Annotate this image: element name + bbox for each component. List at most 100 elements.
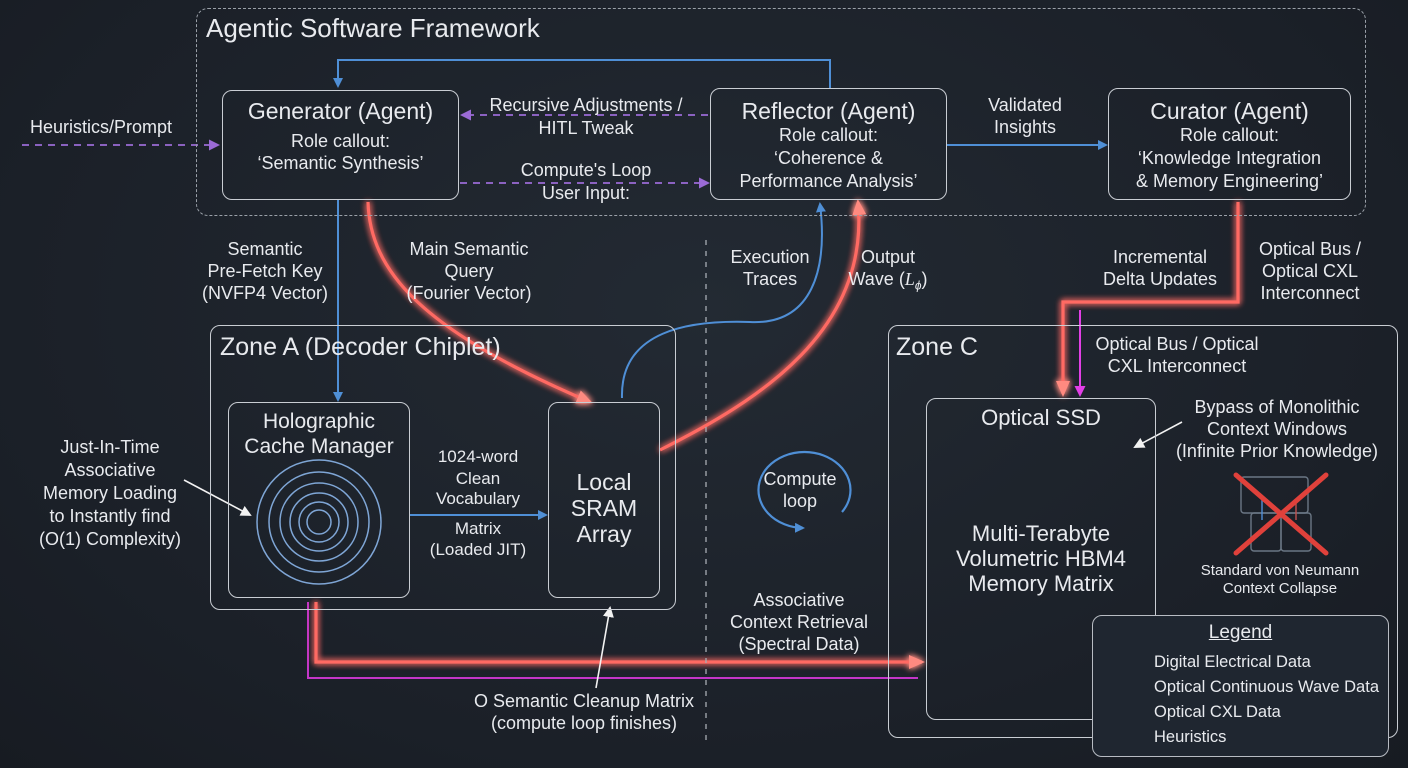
output-wave-arrow: [659, 199, 867, 452]
curator-role: Role callout:: [1179, 125, 1280, 145]
reflector-title: Reflector (Agent): [741, 98, 916, 124]
legend-item-digital: Digital Electrical Data: [1154, 653, 1311, 671]
legend-title: Legend: [1208, 622, 1273, 643]
cleanup-label-2: (compute loop finishes): [490, 713, 678, 733]
output-wave-label-2: Wave (Lϕ): [838, 269, 938, 293]
output-wave-prefix: Wave (: [848, 269, 905, 289]
vocab-label-1: 1024-word: [437, 447, 519, 466]
generator-title: Generator (Agent): [247, 98, 434, 124]
vocab-label-5: (Loaded JIT): [429, 540, 527, 559]
semantic-prefetch-label-1: Semantic: [227, 239, 303, 259]
reflector-callout-line1: ‘Coherence &: [773, 148, 884, 168]
compute-loop-label-2: loop: [782, 491, 818, 511]
generator-callout: ‘Semantic Synthesis’: [257, 153, 424, 173]
curator-title: Curator (Agent): [1150, 98, 1309, 124]
compute-loop-circle: [757, 450, 852, 533]
von-neumann-label-1: Standard von Neumann: [1200, 562, 1360, 579]
ssd-line-1: Multi-Terabyte: [971, 521, 1111, 546]
legend-panel: [1092, 615, 1389, 757]
recursive-adjustments-label: Recursive Adjustments /: [489, 95, 683, 115]
zone-a-title: Zone A (Decoder Chiplet): [220, 333, 501, 361]
vocab-label-2: Clean: [455, 469, 501, 488]
legend-item-optical-wave: Optical Continuous Wave Data: [1154, 678, 1379, 696]
incremental-delta-wave: [1056, 202, 1240, 397]
ssd-line-2: Volumetric HBM4: [956, 546, 1126, 571]
crossed-out-chip-icon: [1233, 472, 1329, 556]
reflector-role: Role callout:: [778, 125, 879, 145]
holographic-cache-box[interactable]: [228, 402, 410, 598]
von-neumann-label-2: Context Collapse: [1222, 580, 1338, 597]
bypass-label-3: (Infinite Prior Knowledge): [1175, 441, 1379, 461]
ssd-title: Optical SSD: [981, 405, 1101, 430]
main-query-label-1: Main Semantic: [409, 239, 529, 259]
sram-line-1: Local: [576, 469, 632, 495]
curator-agent-box[interactable]: [1108, 88, 1351, 200]
main-query-label-2: Query: [444, 261, 494, 281]
assoc-retrieval-label-1: Associative: [753, 590, 845, 610]
optical-ssd-box[interactable]: [926, 398, 1156, 720]
vocab-label-3: Vocabulary: [435, 489, 521, 508]
jit-label-5: (O(1) Complexity): [38, 529, 181, 549]
optical-bus-zone-c-label-2: CXL Interconnect: [1107, 356, 1247, 376]
ssd-line-3: Memory Matrix: [968, 571, 1114, 596]
reflector-callout-line2: Performance Analysis’: [739, 171, 918, 191]
bypass-label-2: Context Windows: [1206, 419, 1348, 439]
zone-c-title: Zone C: [896, 333, 978, 361]
output-wave-suffix: ): [921, 269, 928, 289]
legend-item-heuristics: Heuristics: [1154, 728, 1227, 746]
cleanup-label-1: O Semantic Cleanup Matrix: [473, 691, 695, 711]
zone-a-container: [210, 325, 676, 610]
framework-title: Agentic Software Framework: [206, 13, 540, 43]
holographic-title-1: Holographic: [262, 410, 376, 433]
incremental-label-1: Incremental: [1112, 247, 1208, 267]
execution-traces-arrow: [620, 202, 826, 399]
heuristics-prompt-label: Heuristics/Prompt: [30, 117, 173, 137]
output-wave-symbol: L: [904, 269, 915, 289]
hitl-tweak-label: HITL Tweak: [538, 118, 634, 138]
generator-agent-box[interactable]: [222, 90, 459, 200]
jit-label-2: Associative: [64, 460, 156, 480]
vocab-label-4: Matrix: [454, 519, 502, 538]
output-wave-subscript: ϕ: [914, 278, 922, 293]
compute-loop-label-line2: User Input:: [541, 183, 631, 203]
main-semantic-query-wave: [366, 201, 593, 404]
compute-loop-label-line1: Compute's Loop: [520, 160, 652, 180]
optical-cxl-bottom-line: [307, 602, 918, 679]
cleanup-pointer-arrow: [595, 606, 614, 689]
associative-retrieval-wave: [314, 602, 925, 669]
optical-bus-top-label-1: Optical Bus /: [1258, 239, 1362, 259]
agentic-framework-container: [196, 8, 1366, 216]
jit-label-3: Memory Loading: [42, 483, 178, 503]
validated-label-line2: Insights: [993, 117, 1057, 137]
sram-line-3: Array: [576, 521, 632, 547]
semantic-prefetch-label-3: (NVFP4 Vector): [201, 283, 329, 303]
optical-bus-top-label-3: Interconnect: [1260, 283, 1360, 303]
reflector-agent-box[interactable]: [710, 88, 947, 200]
output-wave-label-1: Output: [860, 247, 916, 267]
curator-callout-line1: ‘Knowledge Integration: [1137, 148, 1322, 168]
jit-label-1: Just-In-Time: [60, 437, 160, 457]
bypass-pointer-arrow: [1133, 421, 1183, 448]
optical-bus-zone-c-label-1: Optical Bus / Optical: [1095, 334, 1259, 354]
concentric-rings-icon: [256, 459, 382, 585]
compute-loop-label-1: Compute: [763, 469, 837, 489]
holographic-title-2: Cache Manager: [244, 435, 394, 458]
assoc-retrieval-label-3: (Spectral Data): [738, 634, 860, 654]
jit-label-4: to Instantly find: [49, 506, 171, 526]
main-query-label-3: (Fourier Vector): [406, 283, 532, 303]
jit-pointer-arrow: [183, 479, 252, 516]
assoc-retrieval-label-2: Context Retrieval: [729, 612, 869, 632]
execution-traces-label-1: Execution: [730, 247, 810, 267]
execution-traces-label-2: Traces: [742, 269, 798, 289]
curator-callout-line2: & Memory Engineering’: [1135, 171, 1324, 191]
optical-bus-top-label-2: Optical CXL: [1261, 261, 1359, 281]
sram-line-2: SRAM: [570, 495, 638, 521]
validated-label-line1: Validated: [988, 95, 1062, 115]
legend-item-optical-cxl: Optical CXL Data: [1154, 703, 1281, 721]
reflector-feedback-line: [333, 59, 831, 88]
semantic-prefetch-label-2: Pre-Fetch Key: [207, 261, 323, 281]
incremental-label-2: Delta Updates: [1102, 269, 1218, 289]
local-sram-box[interactable]: [548, 402, 660, 598]
generator-role: Role callout:: [290, 131, 391, 151]
